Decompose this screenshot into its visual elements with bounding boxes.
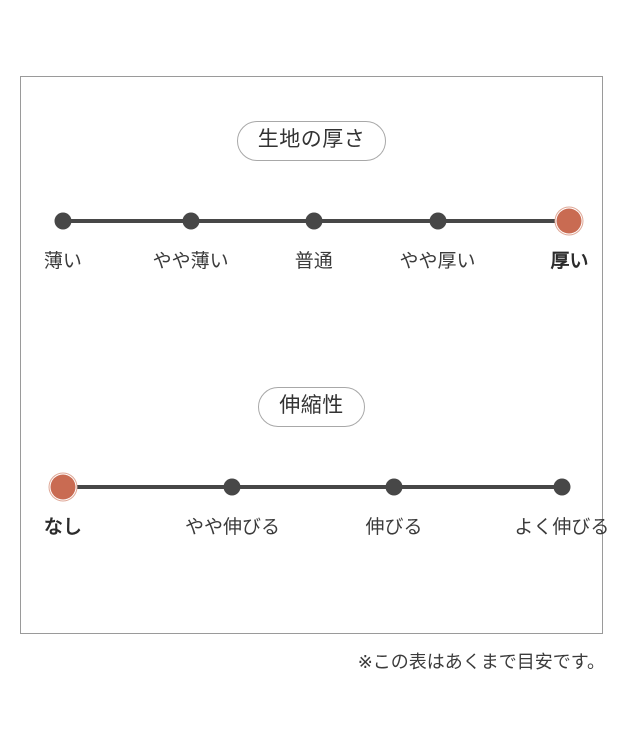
stretch-dot-2[interactable] [385,478,403,496]
stretch-dot-1[interactable] [223,478,241,496]
thickness-dot-2[interactable] [305,212,323,230]
stretch-dot-3[interactable] [553,478,571,496]
thickness-label-1: やや薄い [152,251,229,273]
footnote-text: ※この表はあくまで目安です。 [357,652,605,672]
spec-table-frame: 生地の厚さ 薄い やや薄い 普通 やや厚い 厚い 伸縮性 [20,76,610,634]
thickness-dot-0[interactable] [54,212,72,230]
thickness-track [21,205,602,237]
stretch-title-pill: 伸縮性 [258,387,365,428]
scale-block-stretch: 伸縮性 なし やや伸びる 伸びる よく伸びる [21,387,610,551]
thickness-dot-1[interactable] [182,212,200,230]
stretch-dot-0[interactable] [50,474,76,500]
stretch-label-2: 伸びる [365,517,423,539]
stretch-title-wrap: 伸縮性 [21,387,602,428]
thickness-dot-3[interactable] [429,212,447,230]
thickness-label-2: 普通 [294,251,333,273]
thickness-title-wrap: 生地の厚さ [21,121,602,162]
thickness-labels: 薄い やや薄い 普通 やや厚い 厚い [21,251,602,285]
stretch-track-line [62,485,562,490]
stretch-label-3: よく伸びる [514,517,610,539]
scale-block-thickness: 生地の厚さ 薄い やや薄い 普通 やや厚い 厚い [21,121,602,285]
thickness-label-0: 薄い [43,251,82,273]
thickness-dot-4[interactable] [556,208,582,234]
stretch-track [21,471,602,503]
thickness-label-3: やや厚い [399,251,476,273]
stretch-label-1: やや伸びる [184,517,280,539]
thickness-label-4: 厚い [550,251,589,273]
stretch-label-0: なし [43,517,82,539]
thickness-title-pill: 生地の厚さ [236,121,387,162]
stretch-labels: なし やや伸びる 伸びる よく伸びる [21,517,610,551]
